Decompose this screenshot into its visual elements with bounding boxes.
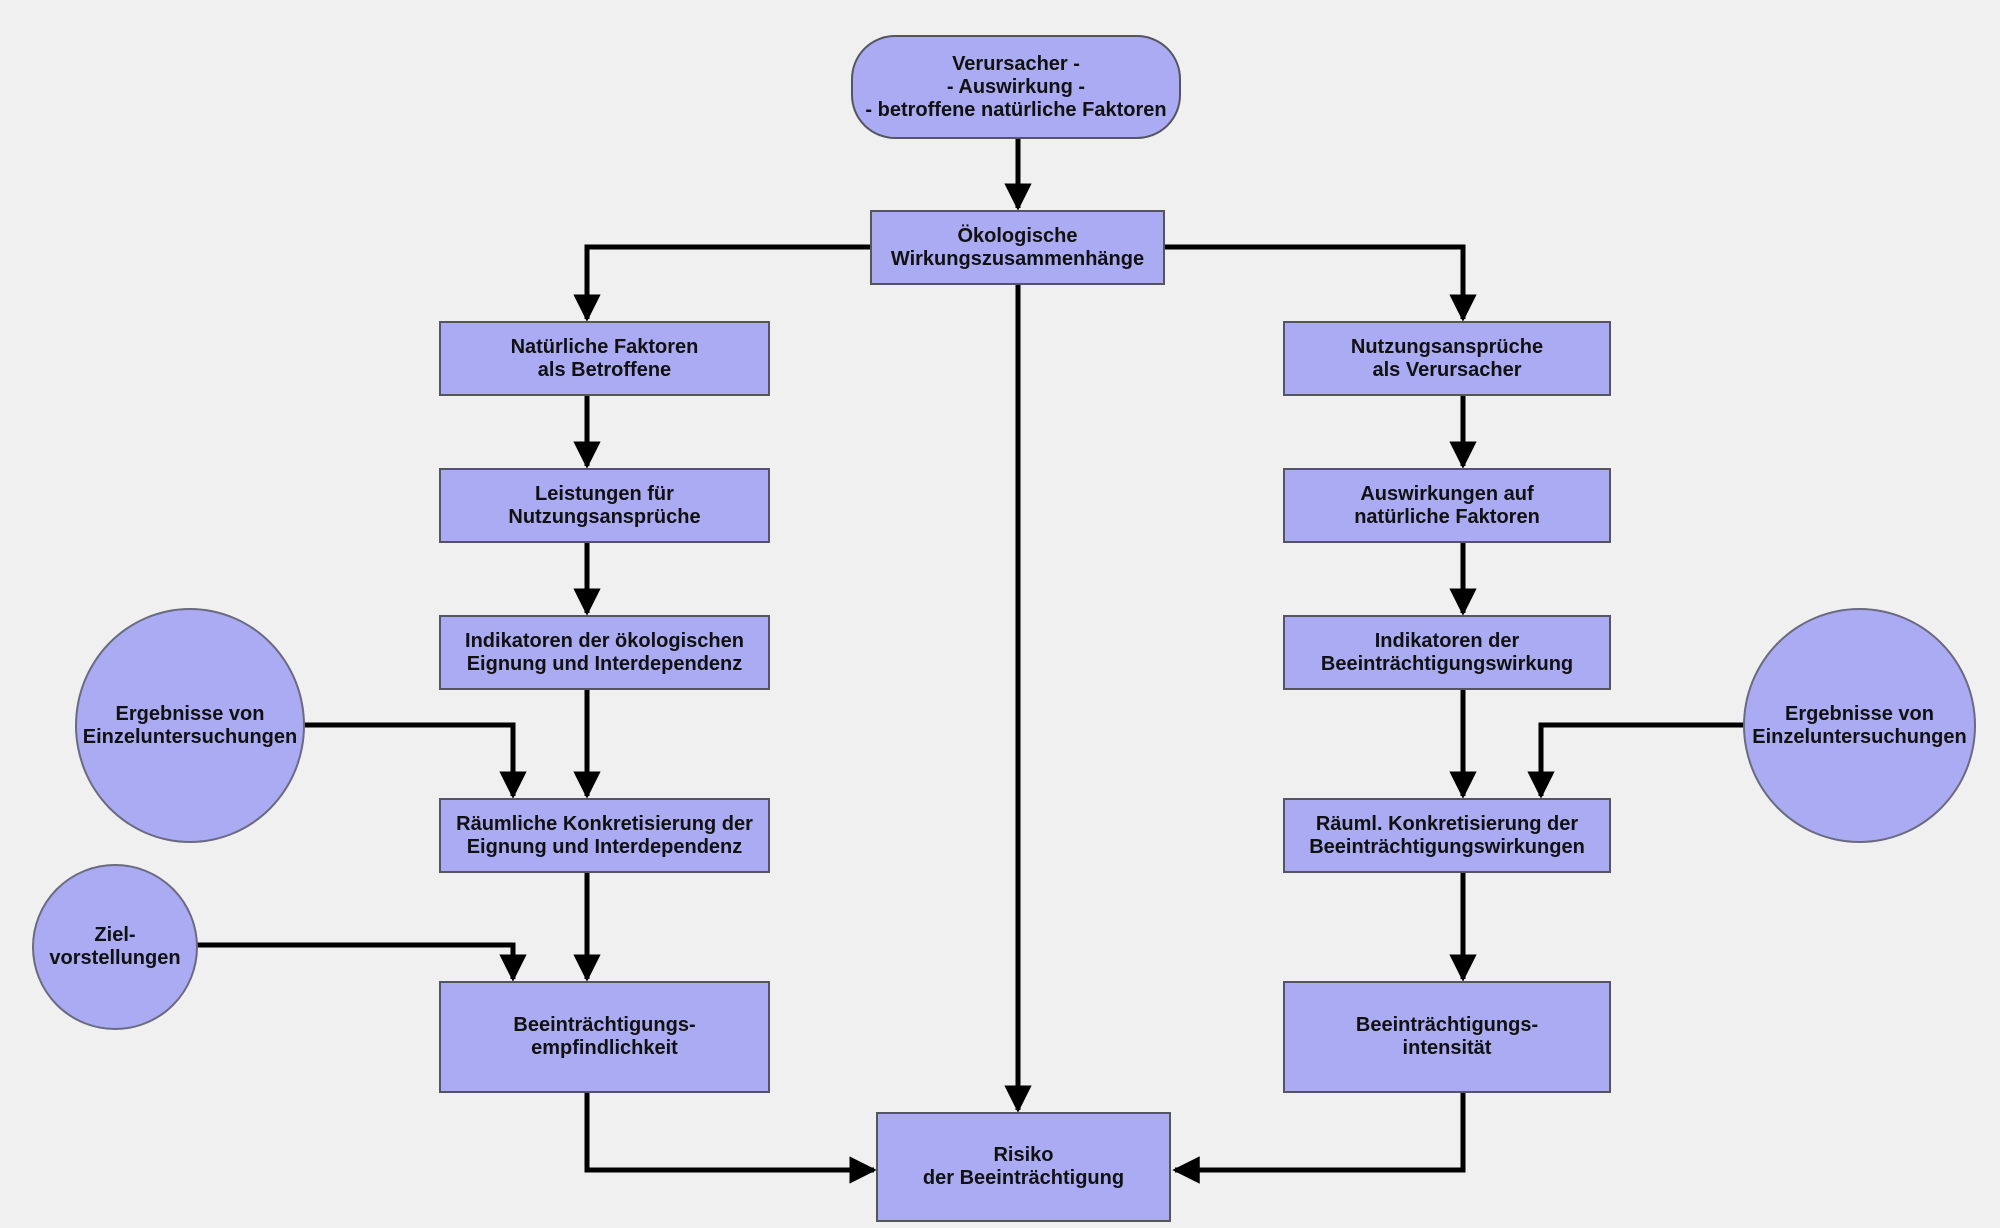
node-verursacher-auswirkung: Verursacher - - Auswirkung - - betroffen…	[851, 35, 1181, 139]
node-leistungen-nutzungsansprueche: Leistungen für Nutzungsansprüche	[439, 468, 770, 543]
arrow-circle-ziel	[196, 942, 527, 982]
arrow-oekologisch-to-left	[573, 244, 870, 322]
circle-ergebnisse-einzeluntersuchungen-left: Ergebnisse von Einzeluntersuchungen	[75, 608, 305, 843]
arrow-oekologisch-to-right	[1165, 244, 1477, 322]
circle-ergebnisse-einzeluntersuchungen-right: Ergebnisse von Einzeluntersuchungen	[1743, 608, 1976, 843]
arrow-right-to-risiko	[1172, 1093, 1466, 1184]
node-nutzungsansprueche-verursacher: Nutzungsansprüche als Verursacher	[1283, 321, 1611, 396]
node-indikatoren-oekologische-eignung: Indikatoren der ökologischen Eignung und…	[439, 615, 770, 690]
node-raeumliche-konkretisierung-beeintraechtigung: Räuml. Konkretisierung der Beeinträchtig…	[1283, 798, 1611, 873]
node-beeintraechtigungsintensitaet: Beeinträchtigungs- intensität	[1283, 981, 1611, 1093]
arrow-circle-right-ergebnisse	[1527, 722, 1745, 799]
node-oekologische-wirkungszusammenhaenge: Ökologische Wirkungszusammenhänge	[870, 210, 1165, 285]
node-auswirkungen-natuerliche-faktoren: Auswirkungen auf natürliche Faktoren	[1283, 468, 1611, 543]
node-natuerliche-faktoren-betroffene: Natürliche Faktoren als Betroffene	[439, 321, 770, 396]
circle-zielvorstellungen: Ziel- vorstellungen	[32, 864, 198, 1030]
node-raeumliche-konkretisierung-eignung: Räumliche Konkretisierung der Eignung un…	[439, 798, 770, 873]
node-beeintraechtigungsempfindlichkeit: Beeinträchtigungs- empfindlichkeit	[439, 981, 770, 1093]
node-indikatoren-beeintraechtigungswirkung: Indikatoren der Beeinträchtigungswirkung	[1283, 615, 1611, 690]
arrow-left-to-risiko	[584, 1093, 877, 1184]
arrow-circle-left-ergebnisse	[303, 722, 527, 799]
node-risiko-beeintraechtigung: Risiko der Beeinträchtigung	[876, 1112, 1171, 1222]
